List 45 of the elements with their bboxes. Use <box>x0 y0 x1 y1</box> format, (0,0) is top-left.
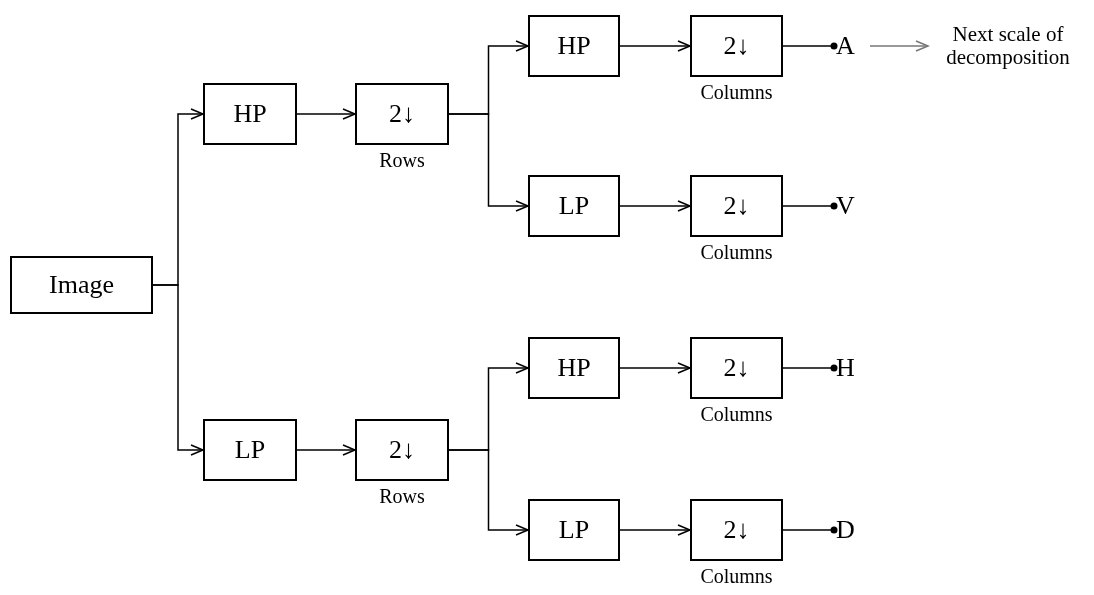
connector-line <box>782 364 838 372</box>
box-label: Columns <box>699 403 774 426</box>
box-label: Image <box>49 270 114 300</box>
arrow <box>448 449 529 536</box>
process-box <box>528 499 620 561</box>
box-label: 2↓ <box>723 353 750 383</box>
arrow <box>869 40 929 52</box>
arrow <box>619 524 691 536</box>
box-label: 2↓ <box>723 191 750 221</box>
arrow <box>448 113 529 212</box>
connector-line <box>782 202 838 210</box>
process-box <box>528 175 620 237</box>
box-label: Columns <box>699 81 774 104</box>
output-note: Next scale of decomposition <box>945 22 1071 70</box>
box-label: HP <box>557 353 591 383</box>
process-box <box>203 83 297 145</box>
box-label: LP <box>558 515 590 545</box>
output-label: V <box>836 191 855 221</box>
box-label: LP <box>558 191 590 221</box>
arrow <box>619 40 691 52</box>
arrow <box>296 444 356 456</box>
box-label: HP <box>557 31 591 61</box>
box-label: 2↓ <box>389 435 415 465</box>
box-label: Columns <box>699 565 774 588</box>
box-label: 2↓ <box>723 31 750 61</box>
arrow <box>152 284 204 456</box>
process-box <box>528 15 620 77</box>
arrow <box>619 200 691 212</box>
connector-line <box>782 526 838 534</box>
box-label: 2↓ <box>723 515 750 545</box>
box-label: Rows <box>378 149 426 172</box>
box-label: LP <box>234 435 266 465</box>
process-box <box>10 256 153 314</box>
process-box <box>528 337 620 399</box>
arrow <box>296 108 356 120</box>
process-box <box>203 419 297 481</box>
connector-line <box>782 42 838 50</box>
output-label: A <box>836 31 855 61</box>
box-label: 2↓ <box>389 99 415 129</box>
box-label: HP <box>233 99 267 129</box>
arrow <box>619 362 691 374</box>
output-label: H <box>836 353 855 383</box>
box-label: Rows <box>378 485 426 508</box>
output-label: D <box>836 515 855 545</box>
box-label: Columns <box>699 241 774 264</box>
